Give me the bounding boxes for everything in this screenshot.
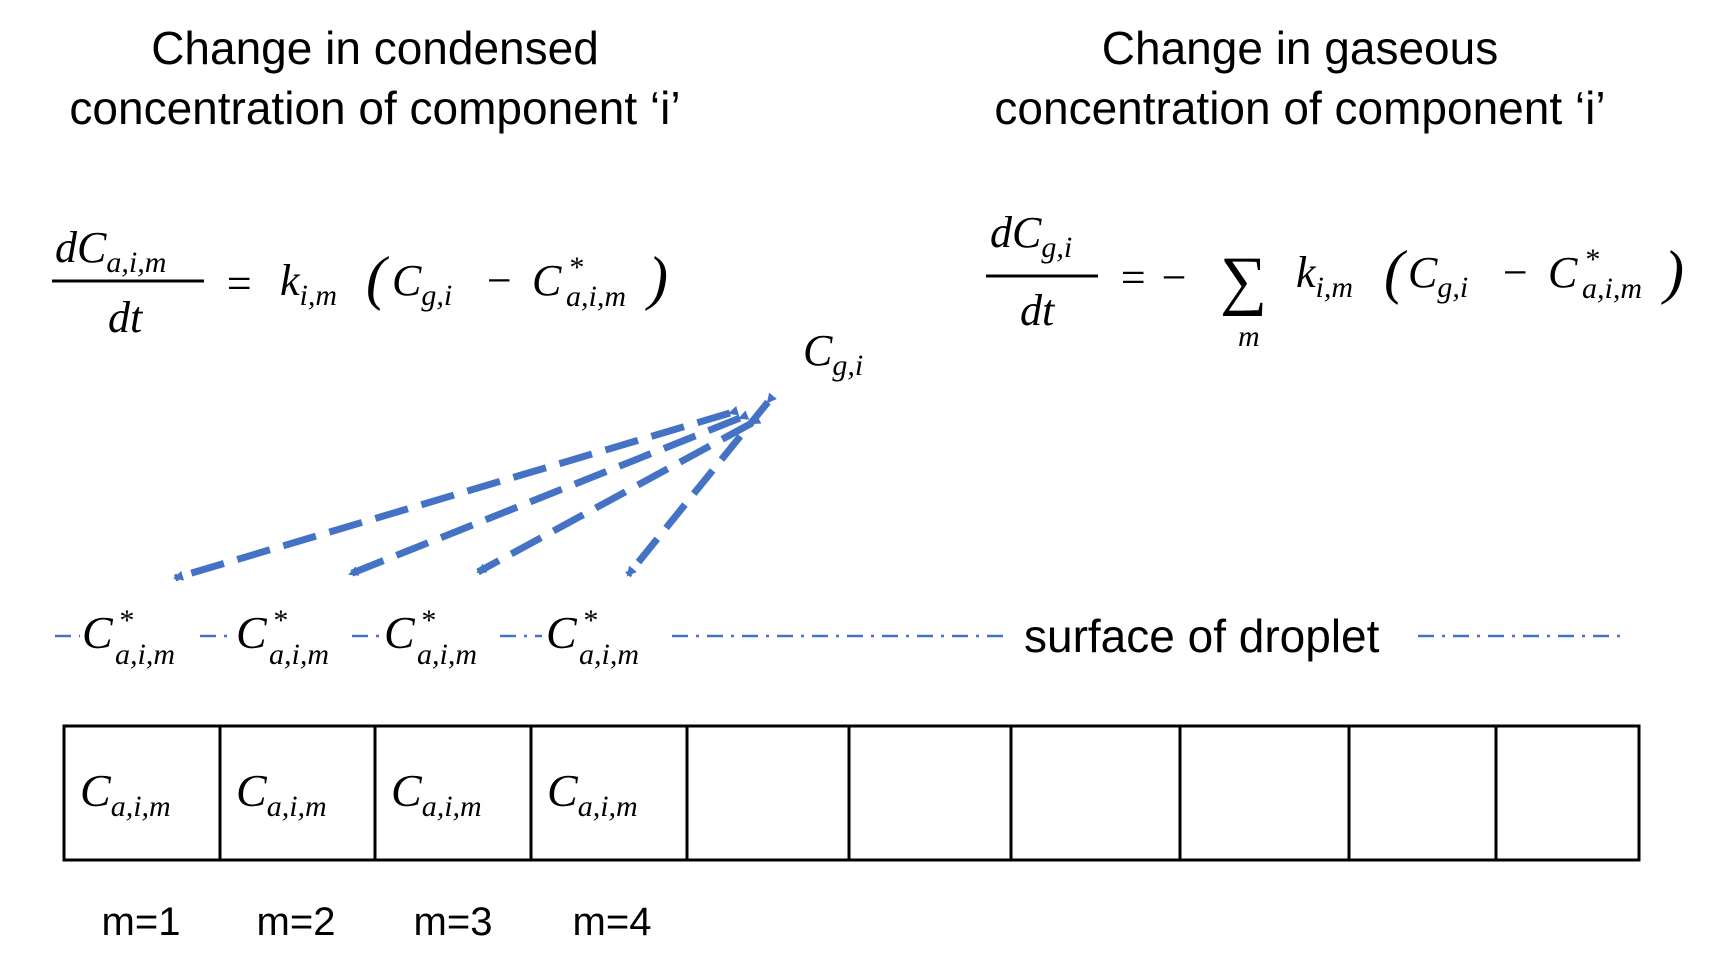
gaseous-rate-sub: i,m bbox=[1316, 271, 1354, 304]
left-heading-line1: Change in condensed bbox=[151, 22, 599, 74]
svg-text:Cg,i: Cg,i bbox=[392, 256, 452, 312]
condensed-open-paren: ( bbox=[366, 245, 390, 311]
svg-text:C: C bbox=[1548, 248, 1578, 297]
surface-term-m4: C*a,i,m bbox=[546, 604, 639, 671]
surface-term-sub: a,i,m bbox=[417, 638, 477, 671]
condensed-denominator: dt bbox=[108, 293, 144, 342]
surface-term-m3: C*a,i,m bbox=[384, 604, 477, 671]
svg-text:Cg,i: Cg,i bbox=[1408, 248, 1468, 304]
svg-text:dCg,i: dCg,i bbox=[990, 208, 1072, 264]
shell-m4: Ca,i,m bbox=[529, 726, 638, 860]
condensed-minus: − bbox=[484, 256, 514, 305]
condensed-gas-conc: C bbox=[392, 256, 422, 305]
shell-m1: Ca,i,m bbox=[80, 765, 171, 823]
condensed-surface-sup: * bbox=[568, 251, 583, 284]
gaseous-surface-sub: a,i,m bbox=[1582, 272, 1642, 305]
condensed-surface-sub: a,i,m bbox=[566, 280, 626, 313]
svg-text:dCa,i,m: dCa,i,m bbox=[55, 223, 166, 279]
shell-index-labels: m=1 m=2 m=3 m=4 bbox=[102, 900, 652, 944]
shell-row-border bbox=[62, 724, 1641, 862]
gaseous-close-paren: ) bbox=[1661, 239, 1684, 305]
gaseous-surface-conc: C bbox=[1548, 248, 1578, 297]
svg-text:ki,m: ki,m bbox=[280, 256, 337, 312]
svg-text:ki,m: ki,m bbox=[1296, 248, 1353, 304]
condensed-equals: = bbox=[224, 259, 254, 308]
gaseous-numerator-sub: g,i bbox=[1041, 231, 1072, 264]
condensed-numerator-sub: a,i,m bbox=[106, 246, 166, 279]
gaseous-rate: k bbox=[1296, 248, 1317, 297]
condensed-surface-conc: C bbox=[532, 256, 562, 305]
exchange-arrow-m4 bbox=[625, 392, 777, 578]
gaseous-numerator: dC bbox=[990, 208, 1042, 257]
svg-text:C: C bbox=[532, 256, 562, 305]
right-heading-line1: Change in gaseous bbox=[1101, 22, 1499, 74]
droplet-surface: surface of droplet bbox=[55, 610, 1625, 662]
surface-term-symbol: C bbox=[384, 607, 416, 658]
left-heading-line2: concentration of component ‘i’ bbox=[69, 82, 681, 134]
surface-term-m1: C*a,i,m bbox=[82, 604, 175, 671]
shell-index-m4: m=4 bbox=[573, 900, 652, 944]
surface-term-sup: * bbox=[420, 604, 435, 637]
gaseous-denominator: dt bbox=[1020, 286, 1056, 335]
shell-m2: Ca,i,m bbox=[218, 726, 327, 860]
surface-term-symbol: C bbox=[546, 607, 578, 658]
surface-term-sup: * bbox=[118, 604, 133, 637]
condensed-close-paren: ) bbox=[645, 245, 668, 311]
gaseous-sum-index: m bbox=[1238, 320, 1260, 353]
surface-term-m2: C*a,i,m bbox=[236, 604, 329, 671]
gaseous-minus: − bbox=[1500, 248, 1530, 297]
droplet-shells: Ca,i,m Ca,i,m Ca,i,m Ca,i,m bbox=[62, 724, 1641, 862]
shell-index-m1: m=1 bbox=[102, 900, 181, 944]
shell-concentration: Ca,i,m bbox=[547, 765, 638, 823]
shell-concentration: Ca,i,m bbox=[80, 765, 171, 823]
condensed-equation: dCa,i,m dt = ki,m ( Cg,i − C * a,i,m ) bbox=[52, 223, 668, 342]
surface-term-sub: a,i,m bbox=[269, 638, 329, 671]
shell-concentration: Ca,i,m bbox=[391, 765, 482, 823]
surface-term-symbol: C bbox=[82, 607, 114, 658]
surface-term-sup: * bbox=[582, 604, 597, 637]
gas-concentration-label: Cg,i bbox=[803, 326, 863, 382]
surface-term-sub: a,i,m bbox=[579, 638, 639, 671]
condensed-numerator: dC bbox=[55, 223, 107, 272]
surface-term-sub: a,i,m bbox=[115, 638, 175, 671]
gaseous-equation: dCg,i dt = − ∑ m ki,m ( Cg,i − C * a,i,m… bbox=[986, 208, 1684, 353]
gaseous-gas-sub: g,i bbox=[1437, 271, 1468, 304]
condensed-rate: k bbox=[280, 256, 301, 305]
shell-index-m2: m=2 bbox=[257, 900, 336, 944]
surface-term-symbol: C bbox=[236, 607, 268, 658]
condensed-gas-sub: g,i bbox=[421, 279, 452, 312]
gaseous-gas-conc: C bbox=[1408, 248, 1438, 297]
right-heading: Change in gaseous concentration of compo… bbox=[920, 18, 1680, 138]
gaseous-equals: = − bbox=[1118, 253, 1188, 302]
right-heading-line2: concentration of component ‘i’ bbox=[994, 82, 1606, 134]
exchange-arrows bbox=[173, 392, 777, 582]
left-heading: Change in condensed concentration of com… bbox=[0, 18, 755, 138]
surface-label: surface of droplet bbox=[1024, 610, 1380, 662]
surface-term-sup: * bbox=[272, 604, 287, 637]
exchange-arrow-m2 bbox=[348, 410, 750, 578]
shell-m3: Ca,i,m bbox=[373, 726, 482, 860]
gaseous-surface-sup: * bbox=[1584, 243, 1599, 276]
condensed-rate-sub: i,m bbox=[300, 279, 338, 312]
shell-concentration: Ca,i,m bbox=[236, 765, 327, 823]
gaseous-sum: ∑ bbox=[1220, 244, 1267, 317]
gaseous-open-paren: ( bbox=[1384, 239, 1408, 305]
shell-index-m3: m=3 bbox=[414, 900, 493, 944]
